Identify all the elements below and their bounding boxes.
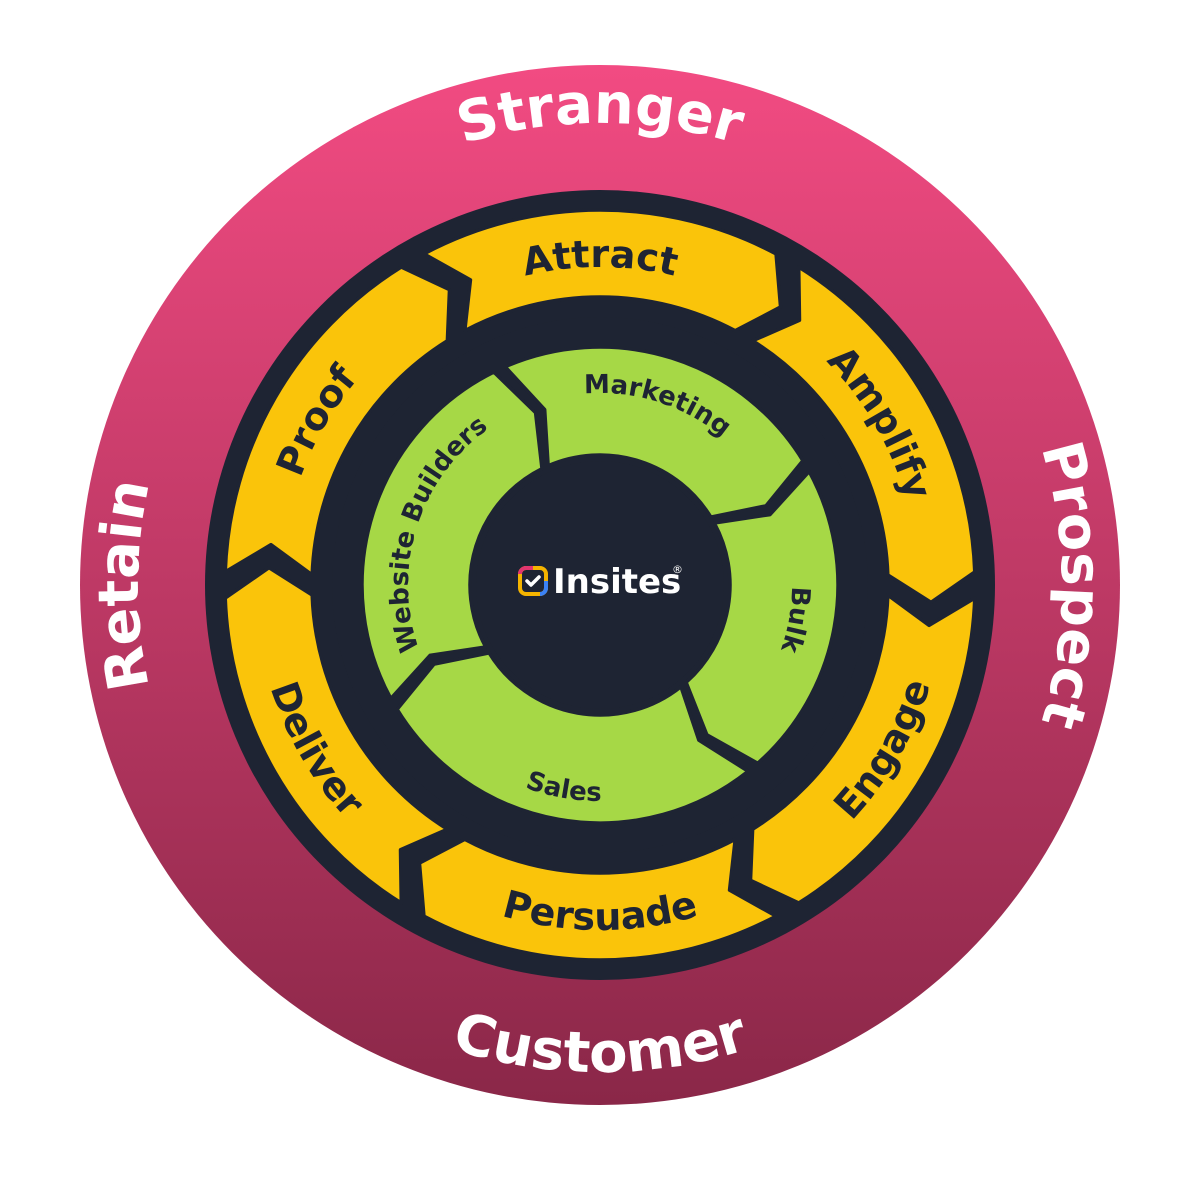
registered-mark: ® — [672, 563, 683, 576]
stage-segment-attract — [422, 208, 783, 333]
stage-segment-proof — [223, 265, 452, 577]
team-segment-sales — [395, 651, 750, 825]
stage-segment-amplify — [750, 265, 977, 605]
team-segment-bulk — [684, 469, 840, 765]
insites-logo: Insites ® — [518, 562, 683, 602]
stage-segment-deliver — [223, 565, 450, 905]
brand-name: Insites — [553, 562, 681, 602]
team-segment-marketing — [503, 345, 805, 519]
team-segment-website-builders — [360, 370, 544, 701]
stage-label-attract: Attract — [519, 232, 683, 285]
insites-check-logo-icon — [518, 566, 548, 596]
outer-label-retain: Retain — [87, 474, 163, 695]
team-segments — [360, 345, 840, 825]
stage-segments — [223, 208, 977, 962]
center-hub — [476, 461, 724, 709]
stage-segment-engage — [748, 593, 977, 905]
stage-segment-persuade — [417, 837, 778, 962]
